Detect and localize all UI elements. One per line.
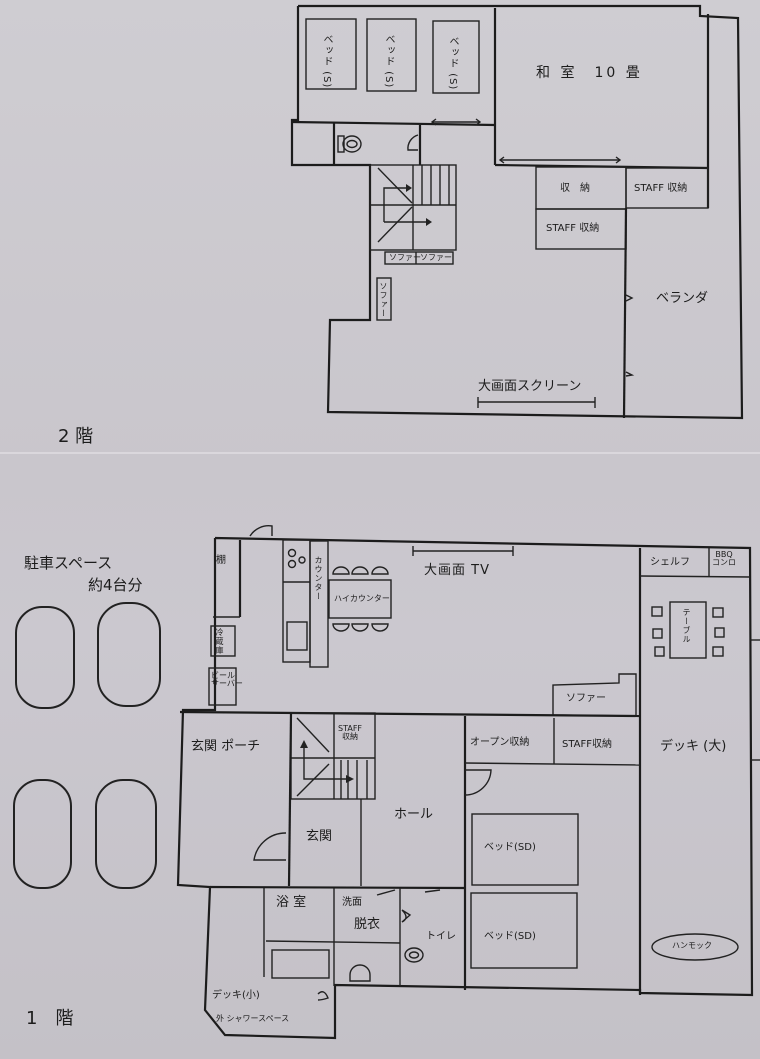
floor-title-1f: 1 階: [26, 1008, 74, 1029]
genkan-label: 玄関: [306, 829, 333, 844]
shelf-deck-label: シェルフ: [650, 557, 690, 568]
staff-storage-label-1f: STAFF収納: [562, 739, 613, 750]
storage-label-2f: 収 納: [560, 183, 590, 194]
first-floor-plan: [13, 525, 760, 1040]
tv-label: 大画面 TV: [424, 563, 490, 578]
high-counter-label: ハイカウンター: [334, 594, 390, 603]
bed-label-2f-3: ベッド (S): [447, 36, 458, 91]
second-floor-plan: [290, 4, 744, 420]
staff-storage-label-2f-1: STAFF 収納: [634, 183, 688, 194]
veranda-label: ベランダ: [656, 291, 709, 306]
bed-sd-label-1: ベッド(SD): [484, 842, 536, 853]
fridge-label: 冷蔵庫: [215, 628, 224, 655]
parking-subtitle: 約4台分: [88, 576, 143, 594]
shelf-label: 棚: [216, 555, 226, 566]
outdoor-shower-label: 外 シャワースペース: [216, 1014, 290, 1023]
bed-label-2f-2: ベッド (S): [383, 34, 394, 89]
bed-label-2f-1: ベッド (S): [321, 34, 332, 89]
staff-storage-label-2f-2: STAFF 収納: [546, 223, 600, 234]
sofa-label-2f-b: ソファー: [420, 253, 452, 262]
porch-label: 玄関 ポーチ: [191, 739, 261, 754]
sofa-label-2f-a: ソファー: [389, 253, 421, 262]
toilet-label: トイレ: [426, 931, 456, 942]
dressing-label: 脱衣: [354, 917, 381, 932]
floor-title-2f: 2 階: [58, 426, 94, 447]
open-storage-label: オープン収納: [470, 737, 530, 748]
washitsu-label: 和 室 10 畳: [536, 65, 643, 81]
screen-label: 大画面スクリーン: [478, 379, 582, 394]
sofa-label-1f: ソファー: [566, 693, 606, 704]
deck-small-label: デッキ(小): [212, 990, 260, 1001]
table-label: テーブル: [682, 608, 691, 644]
hammock-label: ハンモック: [672, 941, 712, 950]
bed-sd-label-2: ベッド(SD): [484, 931, 536, 942]
deck-large-label: デッキ (大): [660, 739, 727, 754]
sofa-label-2f-c: ソファー: [379, 282, 388, 318]
beer-server-label: ビール サーバー: [211, 671, 243, 688]
hall-label: ホール: [394, 807, 434, 822]
parking-title: 駐車スペース: [24, 554, 113, 572]
bath-label: 浴 室: [276, 895, 307, 910]
washroom-label: 洗面: [342, 897, 362, 908]
paper-fold-line: [0, 452, 760, 454]
staff-storage-stair-label: STAFF 収納: [338, 724, 363, 741]
bbq-label: BBQ コンロ: [712, 550, 736, 567]
counter-label: カウンター: [314, 556, 323, 601]
